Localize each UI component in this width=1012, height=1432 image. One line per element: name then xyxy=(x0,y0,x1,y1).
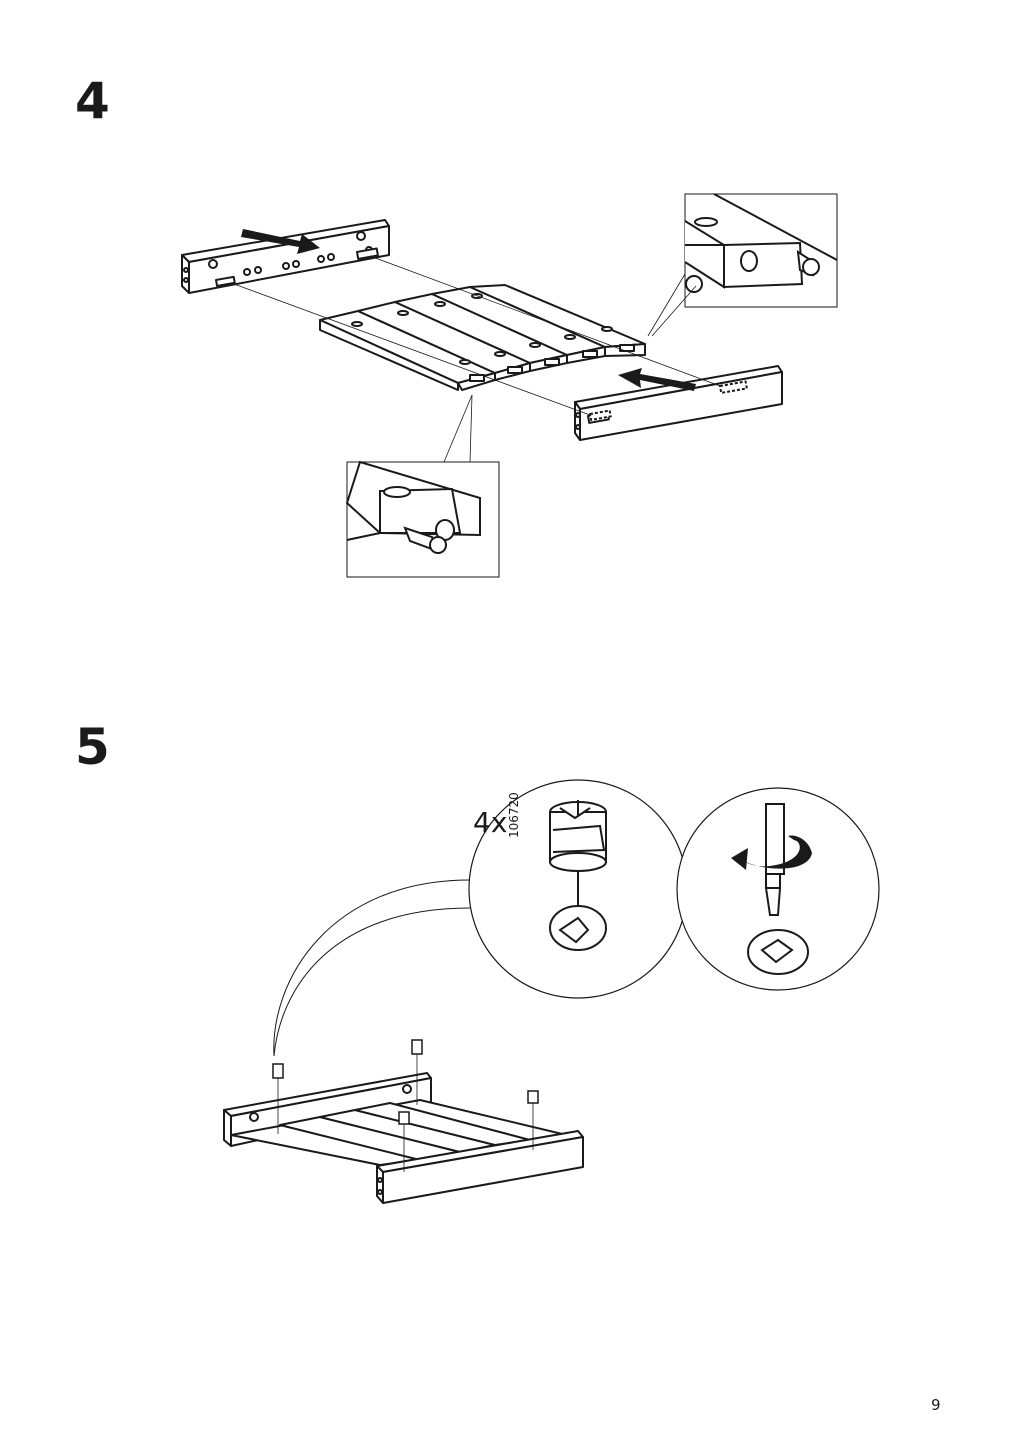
step-4-number: 4 xyxy=(75,72,110,130)
slat-icon xyxy=(319,284,646,391)
screwdriver-detail xyxy=(676,787,880,991)
push-arrow-icon xyxy=(241,229,696,391)
hardware-quantity: 4x xyxy=(473,806,508,839)
step-4-illustration xyxy=(181,193,838,578)
hardware-part-number: 106720 xyxy=(507,792,521,838)
cam-lock-icon xyxy=(549,800,607,951)
step-5-number: 5 xyxy=(75,718,110,776)
right-rail-icon xyxy=(574,365,783,441)
page-number: 9 xyxy=(931,1396,941,1414)
screwdriver-icon xyxy=(747,803,809,975)
rotate-arrow-icon xyxy=(731,835,812,870)
